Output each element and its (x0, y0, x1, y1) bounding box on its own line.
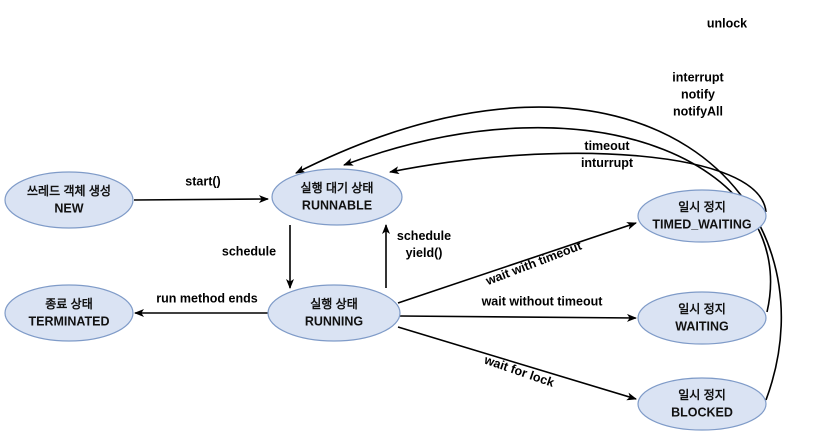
edge-label-text-runnable-to-running-0: schedule (222, 244, 276, 258)
node-label-kr-new: 쓰레드 객체 생성 (27, 183, 111, 198)
node-label-kr-runnable: 실행 대기 상태 (301, 180, 374, 195)
node-timed_waiting[interactable]: 일시 정지 TIMED_WAITING (637, 189, 767, 243)
edge-label-waiting-to-runnable: interrupt notify notifyAll (672, 70, 724, 118)
edge-label-text-timed-waiting-to-runnable-0: timeout (584, 139, 630, 153)
node-shape-waiting (637, 291, 767, 345)
edge-label-new-to-runnable: start() (185, 174, 220, 188)
edge-label-running-to-timed-waiting: wait with timeout (483, 238, 584, 288)
node-runnable[interactable]: 실행 대기 상태 RUNNABLE (271, 168, 403, 226)
edge-running-to-waiting (399, 313, 637, 322)
node-waiting[interactable]: 일시 정지 WAITING (637, 291, 767, 345)
node-label-kr-terminated: 종료 상태 (45, 296, 93, 311)
edge-label-text-running-to-waiting-0: wait without timeout (481, 294, 604, 308)
edge-blocked-to-runnable (295, 106, 783, 401)
node-shape-runnable (271, 168, 403, 226)
edge-label-text-timed-waiting-to-runnable-1: inturrupt (581, 156, 634, 170)
edge-timed-waiting-to-runnable (389, 152, 767, 213)
node-shape-terminated (4, 284, 134, 342)
edge-running-to-timed-waiting (397, 222, 637, 304)
node-shape-blocked (637, 377, 767, 431)
edge-label-running-to-waiting: wait without timeout (481, 294, 604, 308)
edge-labels-layer: start() schedule schedule yield() run method… (156, 16, 747, 390)
nodes-layer: 쓰레드 객체 생성 NEW 실행 대기 상태 RUNNABLE 실행 상태 RUNNING… (4, 168, 767, 431)
node-label-kr-waiting: 일시 정지 (678, 301, 726, 316)
node-label-en-terminated: TERMINATED (28, 314, 109, 328)
node-label-kr-blocked: 일시 정지 (678, 387, 726, 402)
edge-label-timed-waiting-to-runnable: timeout inturrupt (581, 139, 634, 170)
edge-label-runnable-to-running: schedule (222, 244, 276, 258)
edge-label-text-waiting-to-runnable-0: interrupt (672, 70, 724, 84)
edge-label-blocked-to-runnable: unlock (707, 16, 747, 30)
edge-waiting-to-runnable (343, 126, 772, 313)
edge-label-running-to-terminated: run method ends (156, 291, 257, 305)
edge-label-text-waiting-to-runnable-1: notify (681, 87, 715, 101)
node-shape-running (267, 284, 401, 342)
edge-label-text-blocked-to-runnable-0: unlock (707, 16, 747, 30)
node-shape-timed_waiting (637, 189, 767, 243)
edge-label-running-to-runnable: schedule yield() (397, 229, 451, 260)
node-running[interactable]: 실행 상태 RUNNING (267, 284, 401, 342)
edge-label-text-new-to-runnable-0: start() (185, 174, 220, 188)
node-shape-new (4, 171, 134, 229)
node-new[interactable]: 쓰레드 객체 생성 NEW (4, 171, 134, 229)
edge-running-to-blocked (397, 326, 637, 401)
node-terminated[interactable]: 종료 상태 TERMINATED (4, 284, 134, 342)
edges-layer (133, 106, 783, 401)
edge-label-text-running-to-runnable-1: yield() (406, 246, 443, 260)
node-label-en-blocked: BLOCKED (671, 405, 733, 419)
node-label-en-timed_waiting: TIMED_WAITING (652, 217, 751, 231)
node-label-kr-timed_waiting: 일시 정지 (678, 199, 726, 214)
node-label-kr-running: 실행 상태 (310, 296, 358, 311)
node-label-en-running: RUNNING (305, 314, 363, 328)
edge-label-text-running-to-timed-waiting-0: wait with timeout (483, 238, 584, 288)
edge-label-text-running-to-runnable-0: schedule (397, 229, 451, 243)
node-blocked[interactable]: 일시 정지 BLOCKED (637, 377, 767, 431)
node-label-en-runnable: RUNNABLE (302, 198, 372, 212)
node-label-en-waiting: WAITING (675, 319, 728, 333)
edge-label-text-waiting-to-runnable-2: notifyAll (673, 104, 723, 118)
edge-new-to-runnable (133, 195, 269, 204)
edge-label-text-running-to-terminated-0: run method ends (156, 291, 257, 305)
node-label-en-new: NEW (54, 201, 83, 215)
